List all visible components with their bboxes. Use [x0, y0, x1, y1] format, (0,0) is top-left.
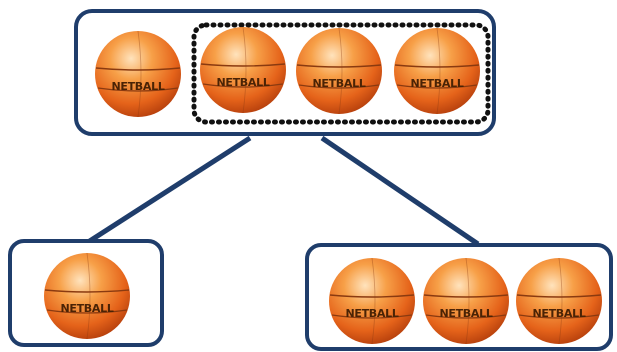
ball-label: NETBALL: [532, 307, 585, 320]
top-ball-1: NETBALL: [94, 30, 182, 118]
bottom-left-ball-1: NETBALL: [43, 252, 131, 340]
connector-left: [83, 135, 252, 247]
top-ball-4: NETBALL: [393, 27, 481, 115]
bottom-right-ball-1: NETBALL: [328, 257, 416, 345]
highlighted-subgroup-outline: [191, 22, 491, 125]
top-ball-3: NETBALL: [295, 27, 383, 115]
top-ball-2: NETBALL: [199, 26, 287, 114]
ball-label: NETBALL: [216, 76, 269, 89]
ball-label: NETBALL: [60, 302, 113, 315]
ball-label: NETBALL: [439, 307, 492, 320]
ball-label: NETBALL: [345, 307, 398, 320]
bottom-right-ball-3: NETBALL: [515, 257, 603, 345]
ball-label: NETBALL: [410, 77, 463, 90]
bottom-right-ball-2: NETBALL: [422, 257, 510, 345]
connector-right: [320, 135, 480, 247]
ball-label: NETBALL: [312, 77, 365, 90]
ball-label: NETBALL: [111, 80, 164, 93]
